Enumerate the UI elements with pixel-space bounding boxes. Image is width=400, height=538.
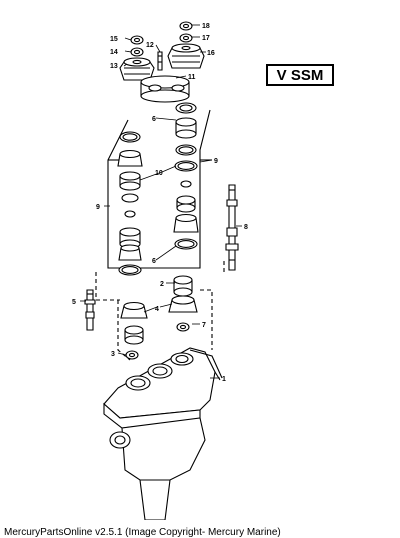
callout-17: 17 bbox=[202, 35, 210, 42]
stack-bracket-frame bbox=[107, 109, 212, 269]
callout-6a: 6 bbox=[152, 116, 156, 123]
part-2-bearing bbox=[173, 275, 193, 297]
copyright-caption: MercuryPartsOnline v2.5.1 (Image Copyrig… bbox=[4, 527, 281, 538]
part-3-nut bbox=[125, 350, 139, 360]
part-17-washer bbox=[179, 33, 193, 43]
part-18-nut bbox=[179, 21, 193, 31]
callout-13: 13 bbox=[110, 63, 118, 70]
callout-14: 14 bbox=[110, 49, 118, 56]
callout-18: 18 bbox=[202, 23, 210, 30]
part-15-nut bbox=[130, 35, 144, 45]
callout-16: 16 bbox=[207, 50, 215, 57]
callout-4: 4 bbox=[155, 306, 159, 313]
callout-7: 7 bbox=[202, 322, 206, 329]
callout-labels: 1 2 3 4 5 6 6 7 8 9 9 10 11 12 13 14 15 … bbox=[72, 23, 248, 383]
part-5-shaft bbox=[84, 289, 96, 331]
part-12-key bbox=[157, 51, 163, 71]
left-column-parts bbox=[117, 131, 143, 276]
callout-9b: 9 bbox=[214, 158, 218, 165]
part-7-nut bbox=[176, 322, 190, 332]
right-column-parts bbox=[173, 102, 199, 250]
callout-6b: 6 bbox=[152, 258, 156, 265]
callout-9a: 9 bbox=[96, 204, 100, 211]
callout-5: 5 bbox=[72, 299, 76, 306]
leader-lines bbox=[80, 24, 242, 379]
exploded-parts-diagram: 1 2 3 4 5 6 6 7 8 9 9 10 11 12 13 14 15 … bbox=[72, 21, 248, 520]
part-4-gears bbox=[120, 295, 198, 345]
part-14-washer bbox=[130, 47, 144, 57]
leader-guides bbox=[95, 260, 225, 361]
part-16-pinion-gear bbox=[167, 43, 205, 69]
callout-1: 1 bbox=[222, 376, 226, 383]
callout-2: 2 bbox=[160, 281, 164, 288]
callout-8: 8 bbox=[244, 224, 248, 231]
part-11-carrier bbox=[140, 75, 190, 103]
callout-10: 10 bbox=[155, 170, 163, 177]
part-8-shaft bbox=[225, 184, 239, 271]
callout-3: 3 bbox=[111, 351, 115, 358]
model-badge: V SSM bbox=[266, 64, 334, 86]
part-13-pinion-gear bbox=[119, 57, 155, 81]
gearcase-housing bbox=[103, 347, 223, 520]
callout-11: 11 bbox=[188, 74, 196, 81]
callout-12: 12 bbox=[146, 42, 154, 49]
callout-15: 15 bbox=[110, 36, 118, 43]
